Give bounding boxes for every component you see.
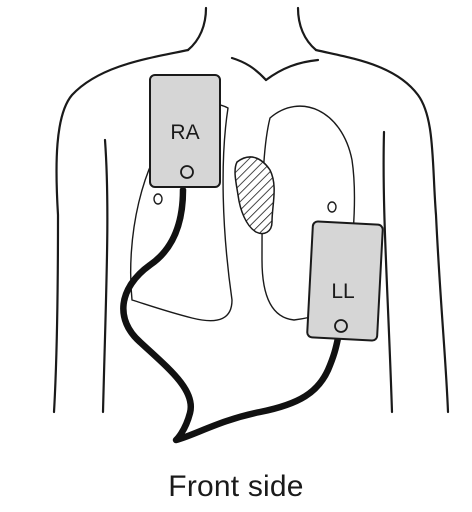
left-nipple-mark xyxy=(154,194,162,204)
right-collarbone xyxy=(266,60,318,80)
electrode-lead-wire xyxy=(123,190,338,440)
heart-hatched xyxy=(235,157,274,234)
ll-electrode: LL xyxy=(307,221,383,341)
neck-right-outline xyxy=(298,8,316,50)
left-collarbone xyxy=(232,58,266,80)
neck-left-outline xyxy=(188,8,206,50)
ll-electrode-label: LL xyxy=(331,280,354,303)
right-nipple-mark xyxy=(328,202,336,212)
right-arm-inner-line xyxy=(384,132,392,412)
figure-caption: Front side xyxy=(0,470,472,504)
left-arm-inner-line xyxy=(103,140,107,412)
ra-electrode: RA xyxy=(150,75,220,187)
ra-electrode-label: RA xyxy=(170,121,199,144)
